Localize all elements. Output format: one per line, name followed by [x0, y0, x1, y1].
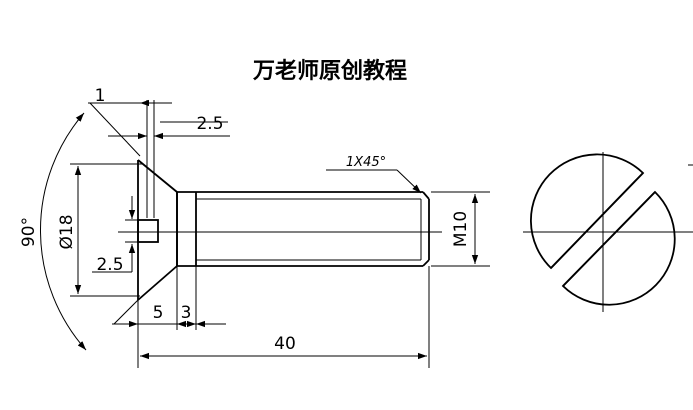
screw-end-view — [523, 152, 693, 312]
dim-slot-width: 2.5 — [196, 114, 223, 134]
cone-upper — [137, 159, 178, 193]
slot — [137, 219, 159, 243]
dim-head-diameter: Ø18 — [57, 214, 77, 249]
dimensions: 1 2.5 Ø18 90° 2.5 5 3 — [19, 86, 490, 368]
chamfer-note: 1X45° — [346, 155, 386, 170]
dim-neck-length: 3 — [181, 303, 192, 323]
dim-angle: 90° — [19, 217, 39, 247]
dim-slot-depth: 2.5 — [96, 255, 123, 275]
cone-lower — [137, 265, 178, 301]
dim-head-top: 1 — [95, 86, 106, 106]
screw-front-view — [118, 100, 442, 301]
dim-total-length: 40 — [274, 334, 296, 354]
drawing-title: 万老师原创教程 — [252, 58, 407, 84]
end-view-upper-half — [529, 153, 645, 270]
angle-arc — [39, 112, 87, 351]
end-view-lower-half — [561, 190, 676, 306]
dim-thread: M10 — [451, 211, 471, 247]
dim-head-height: 5 — [153, 303, 164, 323]
